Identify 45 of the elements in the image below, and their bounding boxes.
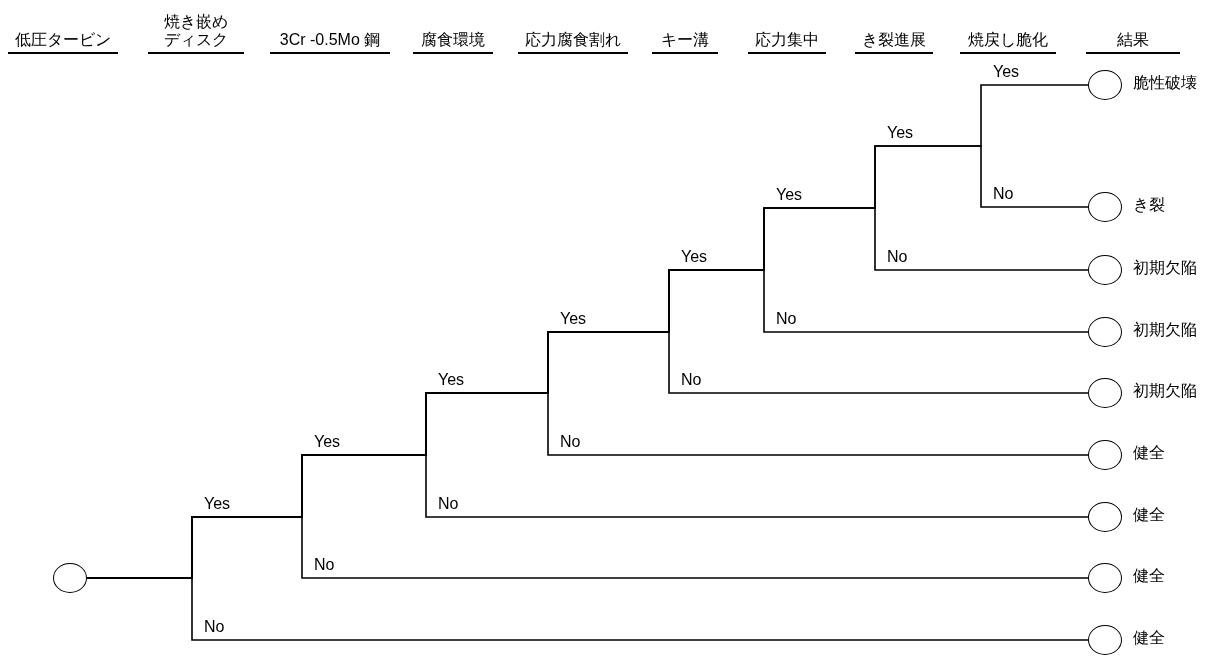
outcome-circle <box>1088 378 1122 408</box>
outcome-circle <box>1088 625 1122 655</box>
column-header: 焼戻し脆化 <box>968 31 1048 49</box>
branch-label: No <box>681 371 702 389</box>
column-header: キー溝 <box>661 31 709 49</box>
outcome-circle <box>1088 317 1122 347</box>
column-header: 応力腐食割れ <box>525 31 621 49</box>
outcome-circle <box>53 563 87 593</box>
column-header: 焼き嵌めディスク <box>163 13 229 49</box>
branch-label: Yes <box>993 63 1020 81</box>
branch-label: Yes <box>438 371 465 389</box>
outcome-circle <box>1088 563 1122 593</box>
outcome-circle <box>1088 192 1122 222</box>
branch-label: Yes <box>204 495 231 513</box>
column-header: 腐食環境 <box>421 31 485 49</box>
column-header: 結果 <box>1117 31 1149 49</box>
outcome-circle <box>1088 440 1122 470</box>
outcome-label: 初期欠陥 <box>1133 320 1197 340</box>
column-header: 応力集中 <box>755 31 819 49</box>
outcome-label: 初期欠陥 <box>1133 381 1197 401</box>
outcome-label: 健全 <box>1133 443 1165 463</box>
outcome-label: 脆性破壊 <box>1133 73 1197 93</box>
outcome-label: 健全 <box>1133 505 1165 525</box>
outcome-circle <box>1088 255 1122 285</box>
branch-label: Yes <box>560 310 587 328</box>
column-header: 低圧タービン <box>15 31 111 49</box>
branch-label: No <box>993 185 1014 203</box>
outcome-circle <box>1088 70 1122 100</box>
branch-label: Yes <box>776 186 803 204</box>
outcome-label: 健全 <box>1133 628 1165 648</box>
column-header: 3Cr -0.5Mo 鋼 <box>279 31 381 49</box>
branch-label: Yes <box>887 124 914 142</box>
branch-label: No <box>887 248 908 266</box>
column-header: き裂進展 <box>862 31 926 49</box>
branch-label: No <box>438 495 459 513</box>
outcome-label: き裂 <box>1133 195 1165 215</box>
outcome-label: 健全 <box>1133 566 1165 586</box>
branch-label: No <box>204 618 225 636</box>
outcome-label: 初期欠陥 <box>1133 258 1197 278</box>
branch-label: No <box>314 556 335 574</box>
branch-label: No <box>560 433 581 451</box>
branch-label: Yes <box>314 433 341 451</box>
branch-label: No <box>776 310 797 328</box>
branch-label: Yes <box>681 248 708 266</box>
outcome-circle <box>1088 502 1122 532</box>
